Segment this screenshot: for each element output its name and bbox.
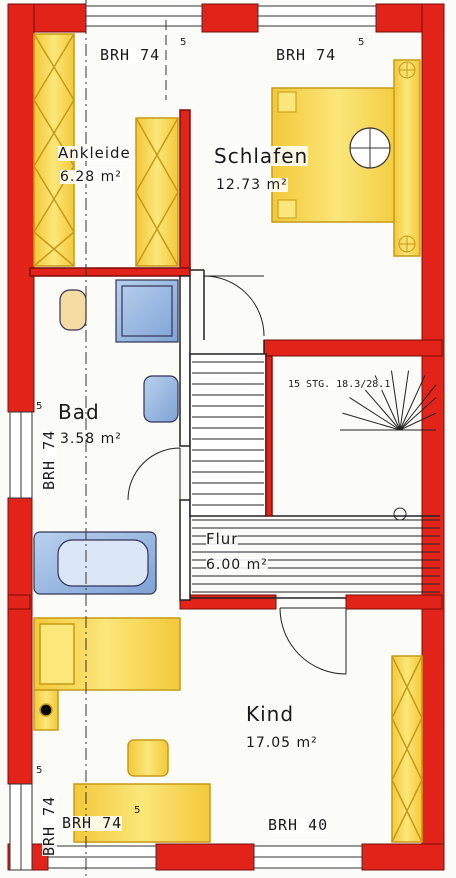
flur-area: 6.00 m² <box>206 557 268 573</box>
window-label-bottom-left: BRH 74 <box>62 814 123 832</box>
wall-bottom-middle <box>155 843 255 871</box>
stair-tread-winding <box>360 384 401 431</box>
sink-icon <box>143 375 179 423</box>
wall-bottom-right <box>361 843 445 871</box>
wall-left-upper <box>7 3 35 413</box>
wall-stair-top <box>263 339 443 357</box>
flur-name: Flur <box>206 530 239 548</box>
doors <box>127 275 347 675</box>
window-label-top-left: BRH 74 <box>100 46 161 64</box>
kind-area: 17.05 m² <box>246 735 318 751</box>
wall-kind-left-stub <box>7 594 31 610</box>
window-label-bad: BRH 74 <box>40 429 58 490</box>
toilet-icon <box>59 289 87 331</box>
stair-tread-winding <box>399 370 410 431</box>
window-sup-top-left: 5 <box>180 37 187 48</box>
wardrobe-schlafen <box>393 59 421 257</box>
kind-name: Kind <box>246 702 295 726</box>
ankleide-name: Ankleide <box>58 144 131 162</box>
window-sup-top-right: 5 <box>358 37 365 48</box>
stair-tread-winding <box>399 397 437 431</box>
chair-kind <box>127 739 169 777</box>
schlafen-area: 12.73 m² <box>216 177 288 193</box>
window-label-kind-side: BRH 74 <box>40 795 58 856</box>
bad-name: Bad <box>58 400 100 424</box>
windows <box>9 5 377 871</box>
door-kind <box>279 607 347 675</box>
window-sup-kind-side: 5 <box>36 765 43 776</box>
window-label-bottom-right: BRH 40 <box>268 816 329 834</box>
wall-left-lower <box>7 497 33 785</box>
schlafen-name: Schlafen <box>214 144 309 168</box>
window-sup-bad: 5 <box>36 401 43 412</box>
wall-right <box>421 3 445 867</box>
interior-partitions <box>29 109 440 601</box>
wall-kind-mid <box>179 594 277 610</box>
stair-tread-winding <box>349 397 401 431</box>
bad-area: 3.58 m² <box>60 431 122 447</box>
stair-tread-winding <box>342 412 401 431</box>
exterior-walls <box>7 3 445 871</box>
stair-tread-winding <box>390 370 401 431</box>
bad-sanitary <box>33 279 179 595</box>
window-label-top-right: BRH 74 <box>276 46 337 64</box>
shower-icon <box>115 279 179 343</box>
door-bad <box>127 447 181 501</box>
window-sup-bottom-left: 5 <box>134 805 141 816</box>
stair-tread-winding <box>399 412 437 431</box>
stair-post <box>393 507 407 521</box>
stair-tread-winding <box>399 384 437 431</box>
ankleide-area: 6.28 m² <box>60 169 122 185</box>
wall-kind-right-stub <box>345 594 443 610</box>
door-schlafen <box>203 275 265 337</box>
ankleide-wardrobes <box>33 33 179 267</box>
stairs-label: 15 STG. 18.3/28.1 <box>288 379 391 390</box>
kind-furniture <box>33 617 423 843</box>
desk-kind <box>73 783 211 843</box>
wall-top-middle <box>201 3 259 33</box>
stair-tread-winding <box>399 375 426 431</box>
